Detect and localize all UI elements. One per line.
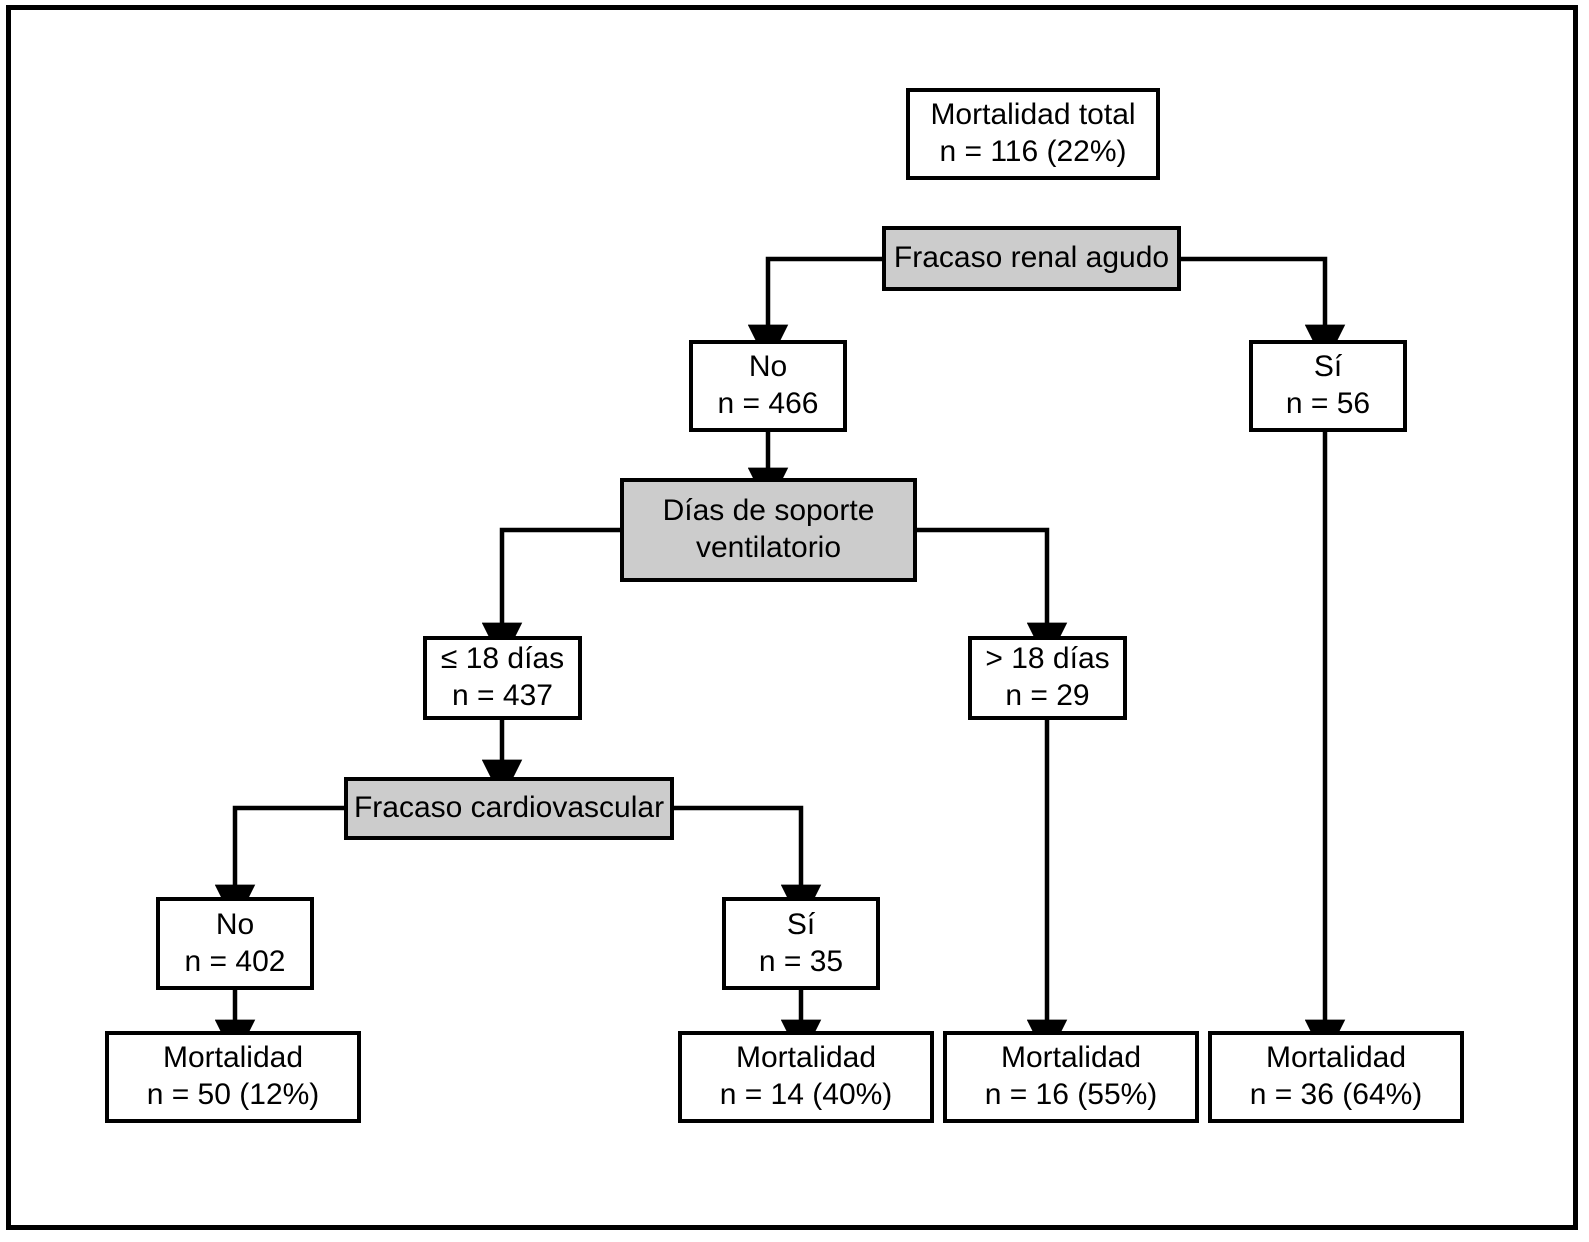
decision-label: Fracaso cardiovascular [353,791,665,825]
node-decision-dias-soporte-ventilatorio: Días de soporte ventilatorio [620,478,917,582]
node-title: > 18 días [985,642,1110,676]
decision-label-line2: ventilatorio [695,531,842,564]
node-title: No [748,350,788,384]
node-decision-fracaso-cardiovascular: Fracaso cardiovascular [344,777,674,840]
node-title: Sí [786,907,816,941]
node-count: n = 466 [717,387,819,420]
node-count: n = 50 (12%) [146,1078,320,1111]
node-count: n = 16 (55%) [984,1078,1158,1111]
node-renal-si: Sí n = 56 [1249,340,1407,432]
node-title: No [215,907,255,941]
node-title: Mortalidad [1265,1041,1407,1075]
node-vent-gt-18-dias: > 18 días n = 29 [968,636,1127,720]
node-count: n = 35 [758,944,844,978]
node-vent-le-18-dias: ≤ 18 días n = 437 [423,636,582,720]
node-count: n = 402 [184,944,286,978]
node-mortalidad-cardio-si: Mortalidad n = 14 (40%) [678,1031,934,1123]
node-cardio-no: No n = 402 [156,897,314,990]
node-count: n = 36 (64%) [1249,1078,1423,1111]
node-mortalidad-total: Mortalidad total n = 116 (22%) [906,88,1160,180]
node-mortalidad-vent-gt18: Mortalidad n = 16 (55%) [943,1031,1199,1123]
decision-label-line1: Días de soporte [662,494,875,528]
node-count: n = 437 [452,679,553,712]
node-mortalidad-renal-si: Mortalidad n = 36 (64%) [1208,1031,1464,1123]
node-title: Mortalidad [1000,1041,1142,1075]
node-mortalidad-cardio-no: Mortalidad n = 50 (12%) [105,1031,361,1123]
node-title: ≤ 18 días [440,642,565,676]
node-title: Sí [1313,350,1343,384]
node-count: n = 14 (40%) [719,1078,893,1111]
node-title: Mortalidad total [930,98,1136,132]
node-title: Mortalidad [735,1041,877,1075]
node-count: n = 29 [1005,679,1090,712]
node-count: n = 56 [1285,387,1371,420]
node-renal-no: No n = 466 [689,340,847,432]
node-count: n = 116 (22%) [939,135,1127,168]
node-decision-fracaso-renal-agudo: Fracaso renal agudo [882,226,1181,291]
node-cardio-si: Sí n = 35 [722,897,880,990]
decision-label: Fracaso renal agudo [893,241,1170,275]
node-title: Mortalidad [162,1041,304,1075]
